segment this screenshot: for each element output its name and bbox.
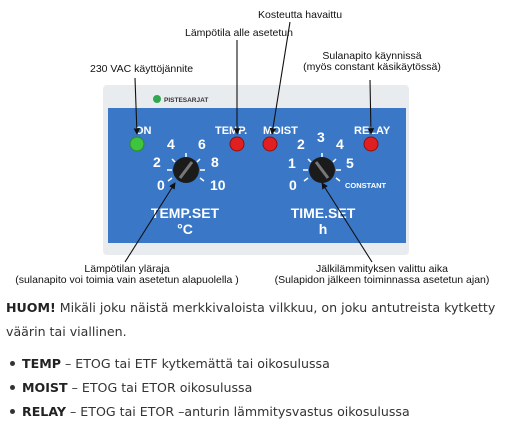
bullet-dot-icon bbox=[10, 409, 15, 414]
led-temp-red bbox=[229, 136, 245, 152]
temp-dial-6: 6 bbox=[198, 136, 206, 152]
list-item-text: – ETOG tai ETOR oikosulussa bbox=[67, 380, 253, 395]
temp-set-title: TEMP.SET bbox=[151, 205, 220, 221]
list-item-text: – ETOG tai ETOR –anturin lämmitysvastus … bbox=[66, 404, 410, 419]
time-dial-5: 5 bbox=[346, 155, 354, 171]
led-label-temp: TEMP. bbox=[215, 125, 247, 137]
led-relay-red bbox=[363, 136, 379, 152]
time-knob-slot bbox=[314, 161, 330, 179]
led-on-green bbox=[129, 136, 145, 152]
callout-arrows bbox=[124, 21, 375, 263]
warning-label: HUOM! bbox=[6, 300, 56, 315]
list-item: TEMP – ETOG tai ETF kytkemättä tai oikos… bbox=[6, 352, 506, 376]
time-set-title: TIME.SET bbox=[291, 205, 356, 221]
callout-jalkilammitys: Jälkilämmityksen valittu aika (Sulapidon… bbox=[258, 264, 506, 286]
brand-name: PISTESARJAT bbox=[164, 97, 208, 104]
led-label-moist: MOIST bbox=[263, 125, 298, 137]
warning-note: HUOM! Mikäli joku näistä merkkivaloista … bbox=[6, 296, 506, 344]
time-dial-4: 4 bbox=[336, 136, 344, 152]
list-item: MOIST – ETOG tai ETOR oikosulussa bbox=[6, 376, 506, 400]
temp-dial-2: 2 bbox=[153, 154, 161, 170]
callout-ylaraja-line1: Lämpötilan yläraja bbox=[84, 263, 170, 275]
callout-jalkilammitys-line2: (Sulapidon jälkeen toiminnassa asetetun … bbox=[274, 274, 490, 286]
controller-diagram: PISTESARJAT ON TEMP. MOIST RELAY 0 2 4 6… bbox=[2, 9, 506, 286]
temp-dial-10: 10 bbox=[210, 177, 226, 193]
list-item-text: – ETOG tai ETF kytkemättä tai oikosuluss… bbox=[60, 356, 330, 371]
callout-kayttojannite: 230 VAC käyttöjännite bbox=[90, 63, 194, 75]
temp-set-unit: °C bbox=[177, 221, 193, 237]
callout-sulanapito: Sulanapito käynnissä (myös constant käsi… bbox=[302, 51, 442, 73]
bullet-dot-icon bbox=[10, 385, 15, 390]
time-dial-1: 1 bbox=[288, 155, 296, 171]
callout-sulanapito-line1: Sulanapito käynnissä bbox=[322, 50, 422, 62]
bullet-dot-icon bbox=[10, 361, 15, 366]
warning-text: Mikäli joku näistä merkkivaloista vilkku… bbox=[6, 300, 496, 339]
temp-dial-0: 0 bbox=[157, 177, 165, 193]
led-moist-red bbox=[262, 136, 278, 152]
time-dial-3: 3 bbox=[317, 129, 325, 145]
list-item: RELAY – ETOG tai ETOR –anturin lämmitysv… bbox=[6, 400, 506, 424]
temp-dial-ticks bbox=[167, 153, 205, 182]
callout-ylaraja-line2: (sulanapito voi toimia vain asetetun ala… bbox=[15, 274, 239, 286]
temp-dial-4: 4 bbox=[167, 136, 175, 152]
led-label-relay: RELAY bbox=[354, 125, 391, 137]
list-item-term: TEMP bbox=[22, 356, 61, 371]
brand-logo-icon bbox=[153, 95, 161, 103]
callout-sulanapito-line2: (myös constant käsikäytössä) bbox=[303, 61, 441, 73]
list-item-term: MOIST bbox=[22, 380, 68, 395]
time-dial-ticks bbox=[303, 153, 341, 182]
temp-dial-8: 8 bbox=[211, 154, 219, 170]
time-dial-0: 0 bbox=[289, 177, 297, 193]
callout-lampotila-alle: Lämpötila alle asetetun bbox=[185, 27, 293, 39]
fault-list: TEMP – ETOG tai ETF kytkemättä tai oikos… bbox=[6, 352, 506, 424]
time-dial-2: 2 bbox=[297, 136, 305, 152]
front-panel bbox=[108, 108, 406, 243]
callout-kosteutta: Kosteutta havaittu bbox=[258, 9, 343, 21]
callout-ylaraja: Lämpötilan yläraja (sulanapito voi toimi… bbox=[2, 264, 252, 286]
controller-illustration: PISTESARJAT ON TEMP. MOIST RELAY 0 2 4 6… bbox=[103, 21, 409, 263]
led-label-on: ON bbox=[135, 125, 152, 137]
time-dial-constant: CONSTANT bbox=[345, 181, 387, 190]
callout-jalkilammitys-line1: Jälkilämmityksen valittu aika bbox=[316, 263, 448, 275]
time-set-unit: h bbox=[319, 221, 328, 237]
temp-knob-slot bbox=[178, 161, 194, 179]
list-item-term: RELAY bbox=[22, 404, 66, 419]
